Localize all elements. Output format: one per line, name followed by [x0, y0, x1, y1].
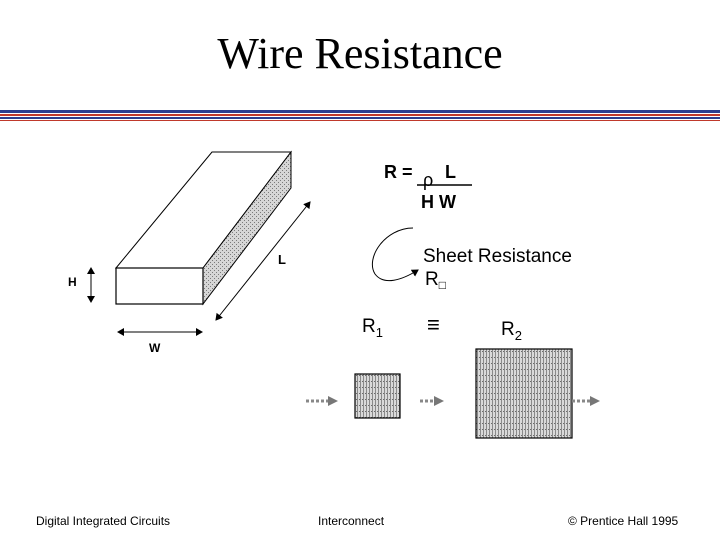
height-label: H — [68, 275, 77, 289]
r2-label: R2 — [501, 319, 522, 343]
footer-topic: Interconnect — [318, 514, 385, 528]
current-arrow-3 — [572, 396, 600, 406]
sheet-resistance-symbol: R□ — [425, 269, 446, 292]
small-square — [354, 373, 401, 419]
resistance-formula: R = ρ L H W — [384, 162, 472, 212]
footer-course: Digital Integrated Circuits — [36, 514, 171, 528]
formula-denominator: H W — [421, 192, 456, 212]
footer-copyright: © Prentice Hall 1995 — [568, 514, 679, 528]
formula-numerator-l: L — [445, 162, 456, 182]
height-dimension: H — [68, 267, 95, 303]
r1-label: R1 — [362, 316, 383, 340]
width-label: W — [149, 341, 161, 355]
equivalence-symbol: ≡ — [427, 312, 440, 337]
svg-text:R1: R1 — [362, 316, 383, 340]
formula-rho: ρ — [423, 170, 433, 190]
length-label: L — [278, 252, 286, 267]
sheet-resistance-label: Sheet Resistance — [423, 246, 572, 267]
sheet-resistance: Sheet Resistance R□ — [423, 246, 572, 292]
width-dimension: W — [117, 328, 203, 355]
current-arrow-2 — [420, 396, 444, 406]
large-square — [475, 348, 573, 439]
curved-arrow — [371, 227, 419, 282]
slide-title: Wire Resistance — [217, 29, 503, 78]
header-rule — [0, 110, 720, 124]
svg-text:R2: R2 — [501, 319, 522, 343]
wire-bar — [114, 150, 293, 306]
current-arrow-1 — [306, 396, 338, 406]
formula-lhs: R = — [384, 162, 413, 182]
length-dimension: L — [215, 201, 311, 321]
